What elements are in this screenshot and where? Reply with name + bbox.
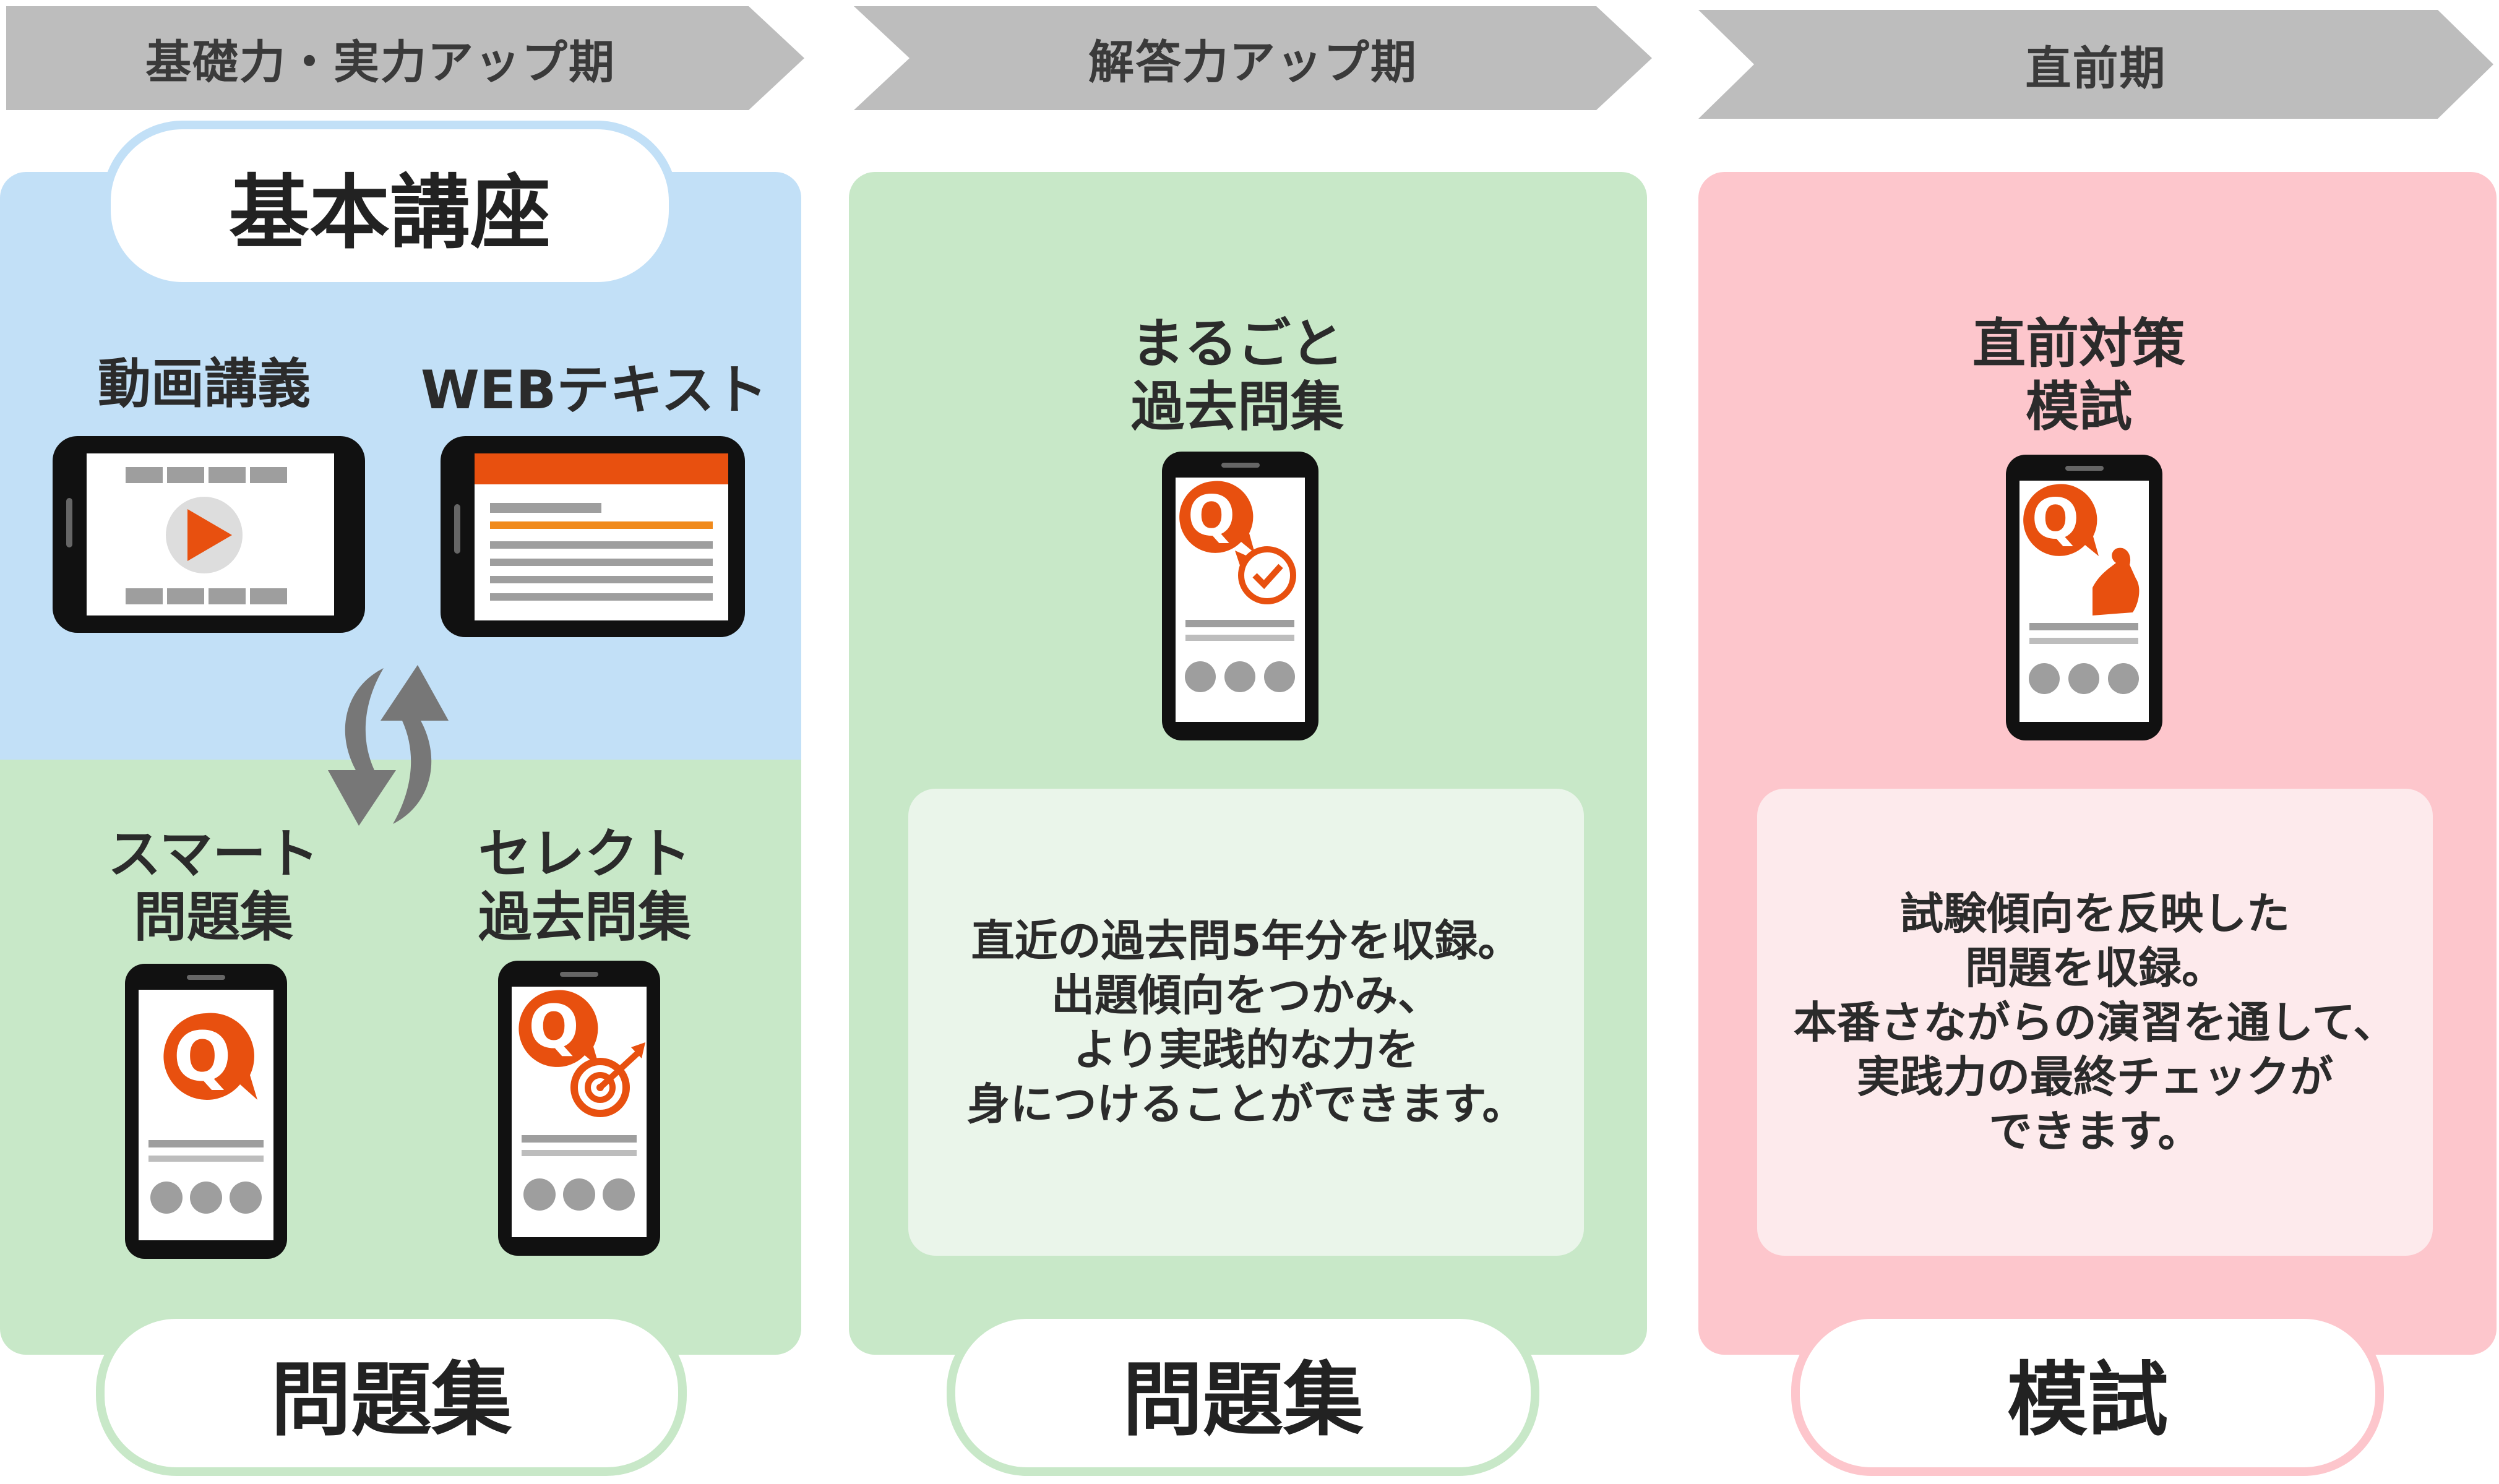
cycle-arrows-icon xyxy=(328,665,449,826)
phase-banner-1: 基礎力・実力アップ期 xyxy=(6,6,804,110)
cycle-arrows xyxy=(291,662,489,829)
mock-exam-label: 直前対策 模試 xyxy=(1972,313,2185,438)
phase-label-3: 直前期 xyxy=(2025,41,2167,95)
flexed-arm-icon xyxy=(2093,547,2140,615)
basic-course-title: 基本講座 xyxy=(228,165,551,260)
svg-text:Q: Q xyxy=(528,992,579,1062)
phase-banner-3: 直前期 xyxy=(1698,10,2493,119)
phase-label-1: 基礎力・実力アップ期 xyxy=(145,35,616,89)
workbook-pill-2: 問題集 xyxy=(947,1310,1539,1476)
smart-workbook-label: スマート 問題集 xyxy=(108,823,319,948)
phase-banner-2: 解答力アップ期 xyxy=(854,6,1652,110)
smart-workbook-phone: Q xyxy=(125,964,287,1259)
video-lecture-label: 動画講義 xyxy=(98,353,311,415)
full-past-exam-label: まるごと 過去問集 xyxy=(1131,313,1344,438)
select-past-exam-label: セレクト 過去問集 xyxy=(478,823,691,948)
select-past-exam-phone: Q xyxy=(498,961,660,1256)
past-exam-description: 直近の過去問5年分を収録。 出題傾向をつかみ、 より実践的な力を 身につけること… xyxy=(908,789,1584,1256)
mock-exam-description: 試験傾向を反映した 問題を収録。 本番さながらの演習を通して、 実践力の最終チェ… xyxy=(1757,789,2433,1256)
q-speech-bubble-icon: Q xyxy=(163,1013,257,1100)
web-text-tablet xyxy=(441,436,745,637)
phase-label-2: 解答力アップ期 xyxy=(1088,35,1417,89)
video-tablet xyxy=(53,436,365,633)
video-play-icon xyxy=(53,436,365,633)
clock-check-icon xyxy=(1235,546,1296,604)
svg-text:Q: Q xyxy=(1188,484,1236,549)
basic-course-pill: 基本講座 xyxy=(102,121,677,291)
mock-exam-pill-title: 模試 xyxy=(2007,1353,2168,1447)
target-arrow-icon xyxy=(570,1042,645,1117)
mock-exam-phone: Q xyxy=(2006,455,2162,740)
mock-exam-pill: 模試 xyxy=(1791,1310,2384,1476)
svg-text:Q: Q xyxy=(173,1017,231,1096)
full-past-exam-phone: Q xyxy=(1162,452,1318,740)
workbook-pill-1: 問題集 xyxy=(96,1310,687,1476)
web-text-label: WEBテキスト xyxy=(421,359,768,421)
workbook-pill-1-title: 問題集 xyxy=(270,1353,512,1447)
svg-text:Q: Q xyxy=(2032,487,2080,552)
web-text-icon xyxy=(441,436,745,637)
workbook-pill-2-title: 問題集 xyxy=(1122,1353,1364,1447)
